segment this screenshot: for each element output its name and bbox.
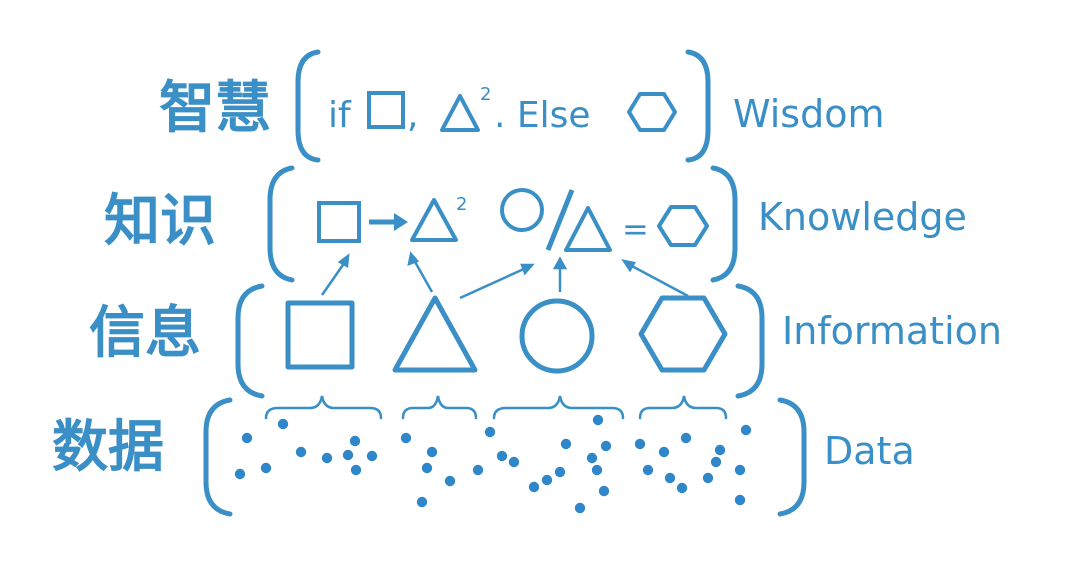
dot-icon	[560, 438, 572, 450]
information-en-label: Information	[782, 309, 1002, 353]
dot-icon	[702, 472, 714, 484]
dot-icon	[349, 435, 361, 447]
dot-icon	[421, 462, 433, 474]
dot-icon	[241, 432, 253, 444]
square-icon	[285, 300, 355, 370]
arrow-head-icon	[337, 253, 350, 269]
information-right-bracket	[735, 283, 765, 399]
knowledge-equals-text: =	[622, 210, 649, 248]
brace-icon	[492, 395, 625, 420]
wisdom-if-text: if	[328, 95, 352, 136]
dot-icon	[295, 446, 307, 458]
arrow-head-icon	[394, 213, 408, 231]
dot-icon	[574, 502, 586, 514]
arrow-head-icon	[407, 251, 420, 266]
data-left-bracket	[203, 397, 233, 517]
hexagon-icon	[627, 92, 677, 132]
dot-icon	[400, 432, 412, 444]
dot-icon	[734, 494, 746, 506]
wisdom-right-bracket	[685, 49, 711, 163]
dot-icon	[321, 452, 333, 464]
arrow-head-icon	[621, 259, 636, 273]
triangle-icon	[392, 295, 478, 373]
arrow-head-icon	[520, 263, 535, 276]
knowledge-en-label: Knowledge	[758, 195, 967, 239]
arrow-line	[320, 261, 347, 296]
dot-icon	[426, 446, 438, 458]
hexagon-icon	[657, 205, 709, 247]
information-zh-label: 信息	[89, 301, 201, 366]
wisdom-else-text: . Else	[494, 95, 591, 136]
arrow-line	[629, 263, 689, 298]
dot-icon	[484, 426, 496, 438]
data-en-label: Data	[824, 429, 915, 473]
dot-icon	[496, 450, 508, 462]
dot-icon	[734, 464, 746, 476]
dot-icon	[592, 414, 604, 426]
wisdom-zh-label: 智慧	[159, 76, 271, 141]
wisdom-en-label: Wisdom	[733, 92, 884, 136]
dot-icon	[658, 446, 670, 458]
knowledge-right-bracket	[710, 165, 738, 283]
brace-icon	[401, 395, 478, 420]
dot-icon	[350, 464, 362, 476]
triangle-icon	[564, 206, 612, 252]
dot-icon	[277, 418, 289, 430]
triangle-icon	[410, 198, 458, 242]
dot-icon	[676, 482, 688, 494]
arrow-line	[412, 259, 434, 293]
dot-icon	[664, 472, 676, 484]
hexagon-icon	[638, 295, 728, 373]
square-icon	[367, 91, 405, 129]
wisdom-left-bracket	[295, 49, 321, 163]
arrow-head-icon	[552, 256, 568, 270]
brace-icon	[264, 395, 383, 420]
dot-icon	[528, 481, 540, 493]
data-dots	[234, 414, 752, 514]
slash-icon	[545, 189, 575, 251]
dot-icon	[740, 424, 752, 436]
dot-icon	[444, 475, 456, 487]
square-icon	[317, 201, 361, 243]
data-right-bracket	[777, 397, 807, 517]
dot-icon	[554, 466, 566, 478]
dot-icon	[342, 449, 354, 461]
dot-icon	[472, 464, 484, 476]
dot-icon	[586, 452, 598, 464]
dot-icon	[366, 450, 378, 462]
dot-icon	[680, 432, 692, 444]
arrow-line	[459, 266, 527, 300]
dot-icon	[710, 456, 722, 468]
dot-icon	[591, 464, 603, 476]
circle-icon	[519, 298, 595, 374]
brace-icon	[638, 395, 728, 420]
dot-icon	[541, 474, 553, 486]
dot-icon	[260, 462, 272, 474]
circle-icon	[500, 188, 544, 232]
data-zh-label: 数据	[52, 415, 164, 480]
knowledge-exponent-text: 2	[456, 194, 467, 215]
dot-icon	[416, 496, 428, 508]
dot-icon	[634, 438, 646, 450]
dot-icon	[234, 468, 246, 480]
dot-icon	[598, 485, 610, 497]
dot-icon	[642, 464, 654, 476]
information-left-bracket	[235, 283, 265, 399]
dot-icon	[508, 456, 520, 468]
dot-icon	[600, 440, 612, 452]
wisdom-comma-text: ,	[407, 95, 418, 136]
dot-icon	[714, 444, 726, 456]
knowledge-zh-label: 知识	[104, 189, 216, 254]
knowledge-left-bracket	[267, 165, 295, 283]
wisdom-exponent-text: 2	[480, 84, 491, 105]
triangle-icon	[440, 94, 480, 132]
